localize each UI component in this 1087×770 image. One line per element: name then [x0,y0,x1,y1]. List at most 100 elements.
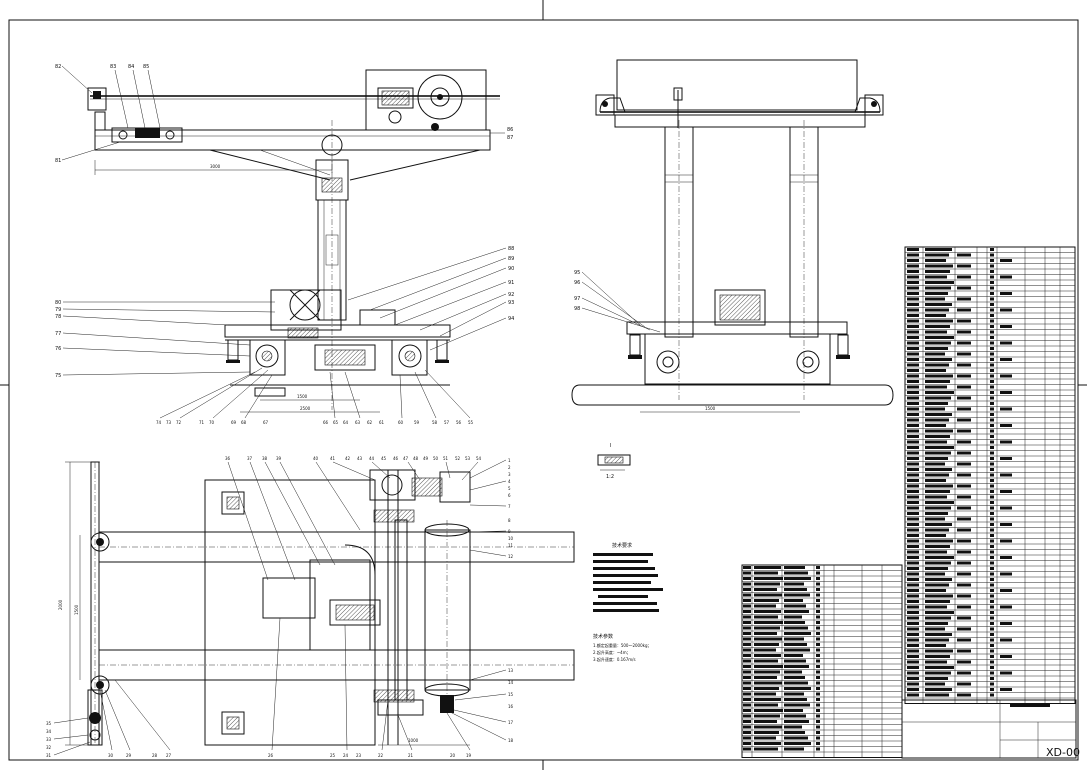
row-ink [925,407,945,411]
row-ink [754,588,777,591]
callout: 64 [343,420,349,425]
row-ink [1000,292,1012,295]
row-ink [743,621,751,624]
callout: 18 [508,738,514,743]
row-ink [990,468,994,471]
row-ink [1000,655,1012,658]
row-ink [743,588,751,591]
motor-box [714,289,766,326]
row-ink [907,523,919,526]
row-ink [907,286,919,290]
callout: 14 [508,680,514,685]
row-ink [1000,539,1012,543]
row-ink [743,582,751,586]
row-ink [743,593,751,597]
row-ink [784,626,808,630]
row-ink [990,512,994,515]
callout: 63 [355,420,361,425]
row-ink [925,358,952,361]
row-ink [925,506,951,510]
row-ink [907,682,919,686]
row-ink [925,550,947,554]
callout: 48 [413,456,419,461]
row-ink [925,396,951,400]
top-left-callouts: 82 83 84 85 86 87 81 [55,64,513,164]
hoist-block [87,87,107,111]
row-ink [907,605,919,609]
row-ink [907,677,919,680]
row-ink [1000,259,1012,262]
drive-motor-housing [270,289,342,331]
row-ink [754,571,778,575]
callout: 72 [176,420,182,425]
front-elevation-view: 3000 1500 2500 [87,69,500,413]
row-ink [990,561,994,565]
row-ink [925,545,950,548]
row-ink [925,363,949,367]
row-ink [925,578,952,581]
row-ink [957,275,971,279]
row-ink [925,501,954,504]
row-ink [907,589,919,592]
row-ink [816,599,820,602]
row-ink [1000,424,1012,427]
row-ink [816,736,820,740]
row-ink [784,599,803,602]
row-ink [784,720,809,723]
row-ink [990,616,994,620]
cross-beam [614,114,866,128]
row-ink [907,248,919,251]
row-ink [784,637,804,641]
row-ink [925,655,950,658]
row-ink [754,676,777,679]
callout: 96 [574,280,580,286]
row-ink [816,566,820,569]
row-ink [754,582,780,586]
callout: 16 [508,704,514,709]
row-ink [907,391,919,394]
row-ink [743,687,751,690]
callout: 33 [46,737,52,742]
row-ink [925,539,953,543]
end-sheave-left [595,94,615,116]
callout: 2 [508,465,511,470]
row-ink [957,649,971,653]
row-ink [990,391,994,394]
row-ink [925,446,954,449]
row-ink [907,539,919,543]
row-ink [907,281,919,284]
callout: 8 [508,518,511,523]
row-ink [990,578,994,581]
callout: 13 [508,668,514,673]
row-ink [990,402,994,405]
row-ink [907,462,919,466]
row-ink [957,550,971,554]
callout: 30 [108,753,114,758]
row-ink [754,687,779,690]
row-ink [784,632,811,635]
row-ink [784,687,811,690]
row-ink [925,248,952,251]
dim-plan-bottom: 1000 [408,738,419,743]
row-ink [990,281,994,284]
row-ink [957,374,971,378]
row-ink [784,747,804,751]
row-ink [990,413,994,416]
detail-view-i: I 1:2 [597,443,631,480]
row-ink [1000,688,1012,691]
row-ink [990,484,994,488]
row-ink [990,424,994,427]
dim-base-sub: 2500 [300,406,311,411]
row-ink [907,308,919,312]
row-ink [907,341,919,345]
callout: 41 [330,456,336,461]
row-ink [957,407,971,411]
row-ink [907,512,919,515]
row-ink [925,369,946,372]
row-ink [743,670,751,674]
row-ink [925,622,948,625]
row-ink [990,572,994,576]
row-ink [816,643,820,646]
row-ink [754,577,783,580]
row-ink [925,523,952,526]
